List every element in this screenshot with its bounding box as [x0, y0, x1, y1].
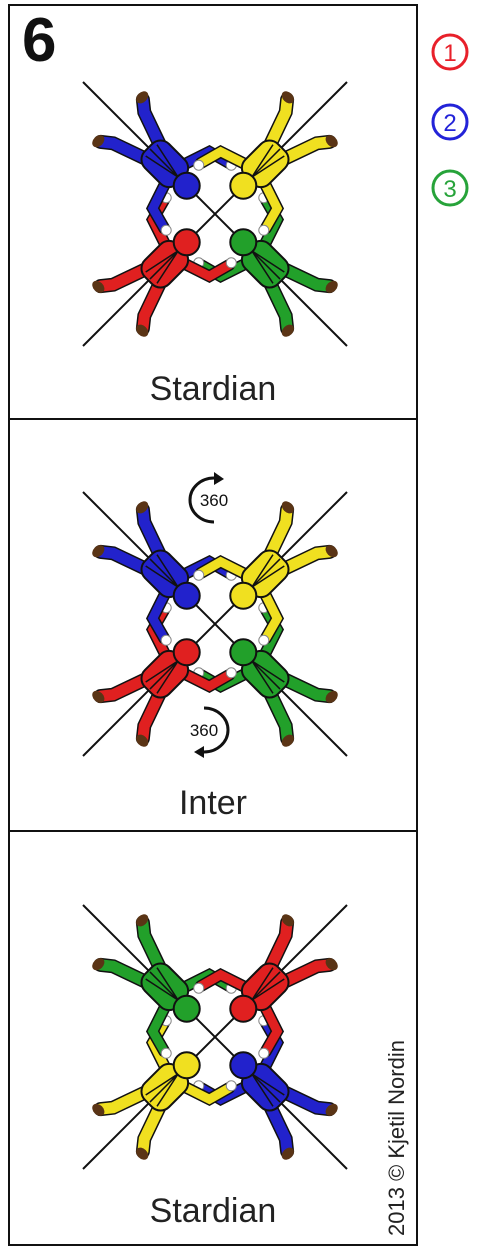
- diagram-frame: [8, 4, 418, 1246]
- panel-divider: [8, 830, 418, 832]
- panel-2-caption: Inter: [178, 784, 248, 822]
- legend-3-icon: 3: [431, 169, 469, 207]
- rotation-arrow-bottom-icon: 360: [190, 706, 230, 758]
- diver-top-right: [92, 1015, 237, 1160]
- svg-text:2013 © Kjetil Nordin: 2013 © Kjetil Nordin: [384, 1040, 409, 1236]
- diver-bottom-left: [193, 91, 338, 236]
- legend-1-icon: 1: [431, 33, 469, 71]
- diver-top-right: [92, 192, 237, 337]
- step-number: 6: [22, 6, 57, 75]
- rotation-bottom-label: 360: [190, 721, 218, 740]
- diver-bottom-left: [193, 501, 338, 646]
- formation-stardian-1: [82, 81, 348, 347]
- diver-bottom-left: [193, 914, 338, 1059]
- formation-inter: [82, 491, 348, 757]
- rotation-arrow-top-icon: 360: [188, 472, 228, 524]
- legend-2-label: 2: [443, 110, 456, 137]
- legend-3-label: 3: [443, 176, 456, 203]
- panel-3-caption: Stardian: [149, 1192, 277, 1230]
- formation-stardian-2: [82, 904, 348, 1170]
- legend-1-label: 1: [443, 40, 456, 67]
- panel-divider: [8, 418, 418, 420]
- legend-2-icon: 2: [431, 103, 469, 141]
- rotation-top-label: 360: [200, 491, 228, 510]
- credit-text: 2013 © Kjetil Nordin: [384, 1040, 409, 1236]
- panel-1-caption: Stardian: [149, 370, 277, 408]
- diver-top-left: [193, 1015, 338, 1160]
